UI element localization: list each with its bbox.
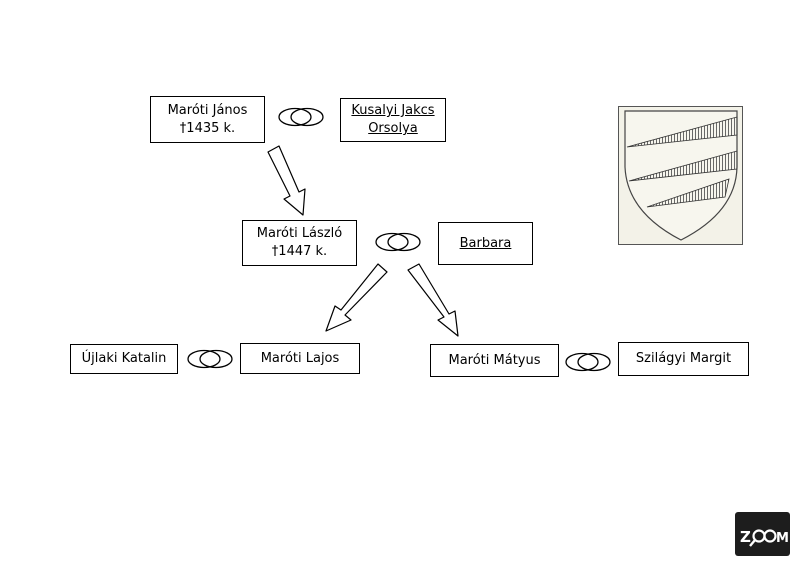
- marriage-rings-icon: [565, 352, 611, 372]
- person-name: Maróti Lajos: [260, 350, 340, 366]
- marriage-rings-icon: [375, 232, 421, 252]
- person-death-note: †1435 k.: [179, 120, 236, 136]
- person-name[interactable]: Barbara: [459, 235, 512, 251]
- zoom-logo-icon[interactable]: Z M: [735, 512, 790, 556]
- marriage-rings-icon: [187, 349, 233, 369]
- person-name: Maróti Mátyus: [448, 352, 541, 368]
- person-szilagyi-margit: Szilágyi Margit: [618, 342, 749, 376]
- person-maroti-matyus: Maróti Mátyus: [430, 344, 559, 377]
- person-barbara[interactable]: Barbara: [438, 222, 533, 265]
- coat-of-arms-icon: [618, 106, 743, 245]
- person-name: Újlaki Katalin: [81, 351, 167, 366]
- person-name-line2[interactable]: Orsolya: [368, 121, 418, 136]
- person-death-note: †1447 k.: [271, 244, 328, 259]
- person-maroti-laszlo: Maróti László †1447 k.: [242, 220, 357, 266]
- svg-text:Z: Z: [740, 528, 751, 546]
- marriage-rings-icon: [278, 107, 324, 127]
- person-ujlaki-katalin: Újlaki Katalin: [70, 344, 178, 374]
- person-name: Szilágyi Margit: [635, 351, 732, 366]
- person-kusalyi-jakcs-orsolya[interactable]: Kusalyi Jakcs Orsolya: [340, 98, 446, 142]
- svg-text:M: M: [776, 531, 789, 546]
- person-maroti-lajos: Maróti Lajos: [240, 343, 360, 374]
- person-maroti-janos: Maróti János †1435 k.: [150, 96, 265, 143]
- person-name-line1[interactable]: Kusalyi Jakcs: [351, 103, 435, 118]
- person-name: Maróti János: [167, 102, 248, 118]
- person-name: Maróti László: [256, 226, 343, 241]
